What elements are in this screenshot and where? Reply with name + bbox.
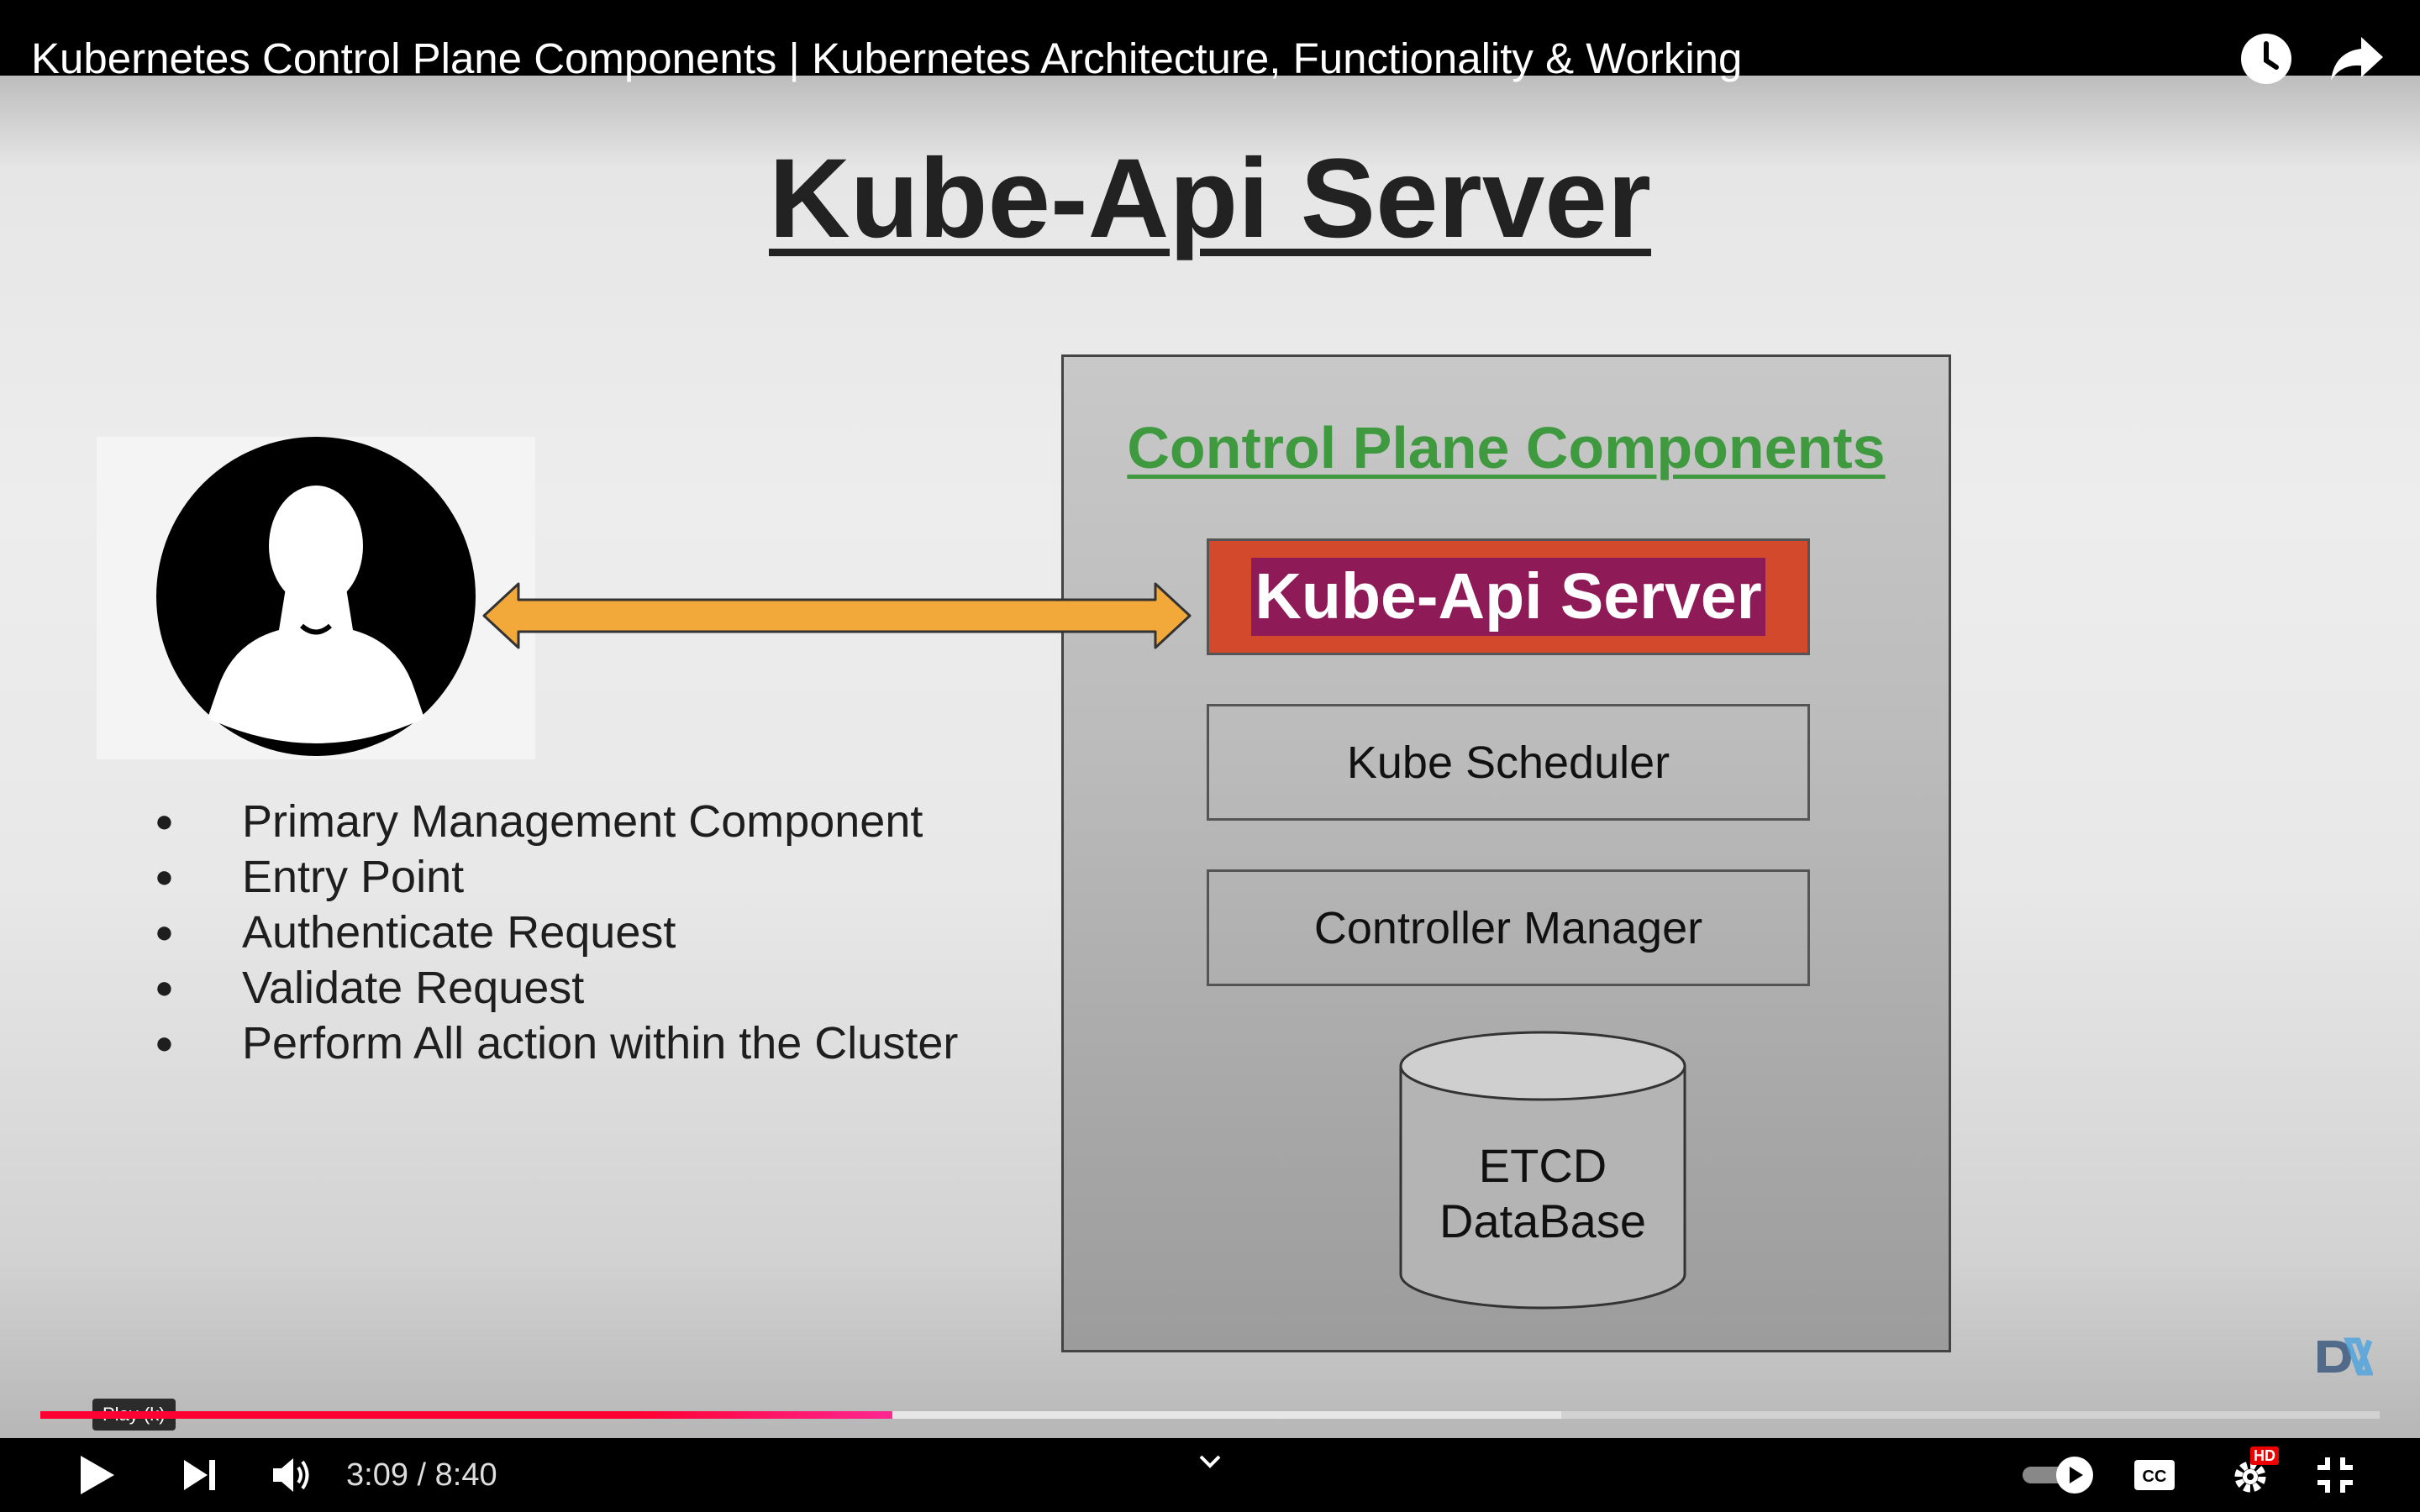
share-button[interactable]	[2326, 30, 2388, 87]
channel-logo-icon	[2317, 1337, 2373, 1376]
slide-heading: Kube-Api Server	[769, 136, 1651, 261]
mute-button[interactable]	[266, 1438, 319, 1512]
volume-icon	[273, 1458, 309, 1492]
settings-icon	[2234, 1461, 2266, 1493]
share-icon	[2331, 37, 2383, 81]
api-server-label: Kube-Api Server	[1251, 558, 1765, 636]
autoplay-toggle[interactable]	[2021, 1438, 2096, 1512]
user-icon	[156, 437, 476, 756]
control-plane-box: Control Plane Components Kube-Api Server…	[1061, 354, 1951, 1352]
video-title[interactable]: Kubernetes Control Plane Components | Ku…	[31, 34, 1743, 82]
chapter-expand-button[interactable]	[1192, 1438, 1228, 1485]
database-cylinder-icon	[1399, 1031, 1686, 1310]
fullscreen-exit-button[interactable]	[2309, 1438, 2361, 1512]
list-item: Perform All action within the Cluster	[143, 1016, 998, 1071]
etcd-label-line2: DataBase	[1439, 1194, 1646, 1247]
subtitles-button[interactable]: CC	[2129, 1438, 2180, 1512]
etcd-label: ETCD DataBase	[1398, 1138, 1687, 1249]
next-button[interactable]	[175, 1438, 225, 1512]
controller-manager-component: Controller Manager	[1207, 869, 1810, 986]
watch-later-button[interactable]	[2235, 30, 2297, 87]
video-top-bar: Kubernetes Control Plane Components | Ku…	[0, 0, 2420, 84]
feature-list: Primary Management Component Entry Point…	[143, 794, 998, 1071]
svg-text:CC: CC	[2143, 1467, 2167, 1486]
autoplay-toggle-icon	[2023, 1457, 2093, 1494]
settings-button[interactable]: HD	[2218, 1438, 2289, 1512]
double-arrow-icon	[482, 582, 1192, 649]
time-display: 3:09 / 8:40	[346, 1457, 497, 1493]
fullscreen-exit-icon	[2317, 1457, 2353, 1493]
list-item: Entry Point	[143, 849, 998, 905]
etcd-database: ETCD DataBase	[1398, 1031, 1687, 1310]
subtitles-icon: CC	[2134, 1460, 2175, 1490]
chevron-down-icon	[1199, 1455, 1221, 1468]
list-item: Authenticate Request	[143, 905, 998, 960]
list-item: Primary Management Component	[143, 794, 998, 849]
list-item: Validate Request	[143, 960, 998, 1016]
player-controls: 3:09 / 8:40 CC HD	[0, 1438, 2420, 1512]
scheduler-component: Kube Scheduler	[1207, 704, 1810, 821]
next-icon	[184, 1460, 215, 1490]
control-plane-title: Control Plane Components	[1127, 415, 1886, 480]
play-icon	[81, 1456, 114, 1494]
play-button[interactable]	[67, 1438, 128, 1512]
etcd-label-line1: ETCD	[1478, 1139, 1607, 1192]
watch-later-icon	[2241, 34, 2291, 84]
played-bar	[40, 1411, 892, 1419]
user-avatar-panel	[97, 437, 535, 759]
progress-bar[interactable]	[40, 1411, 2380, 1419]
hd-badge: HD	[2250, 1446, 2279, 1465]
api-server-component: Kube-Api Server	[1207, 538, 1810, 655]
